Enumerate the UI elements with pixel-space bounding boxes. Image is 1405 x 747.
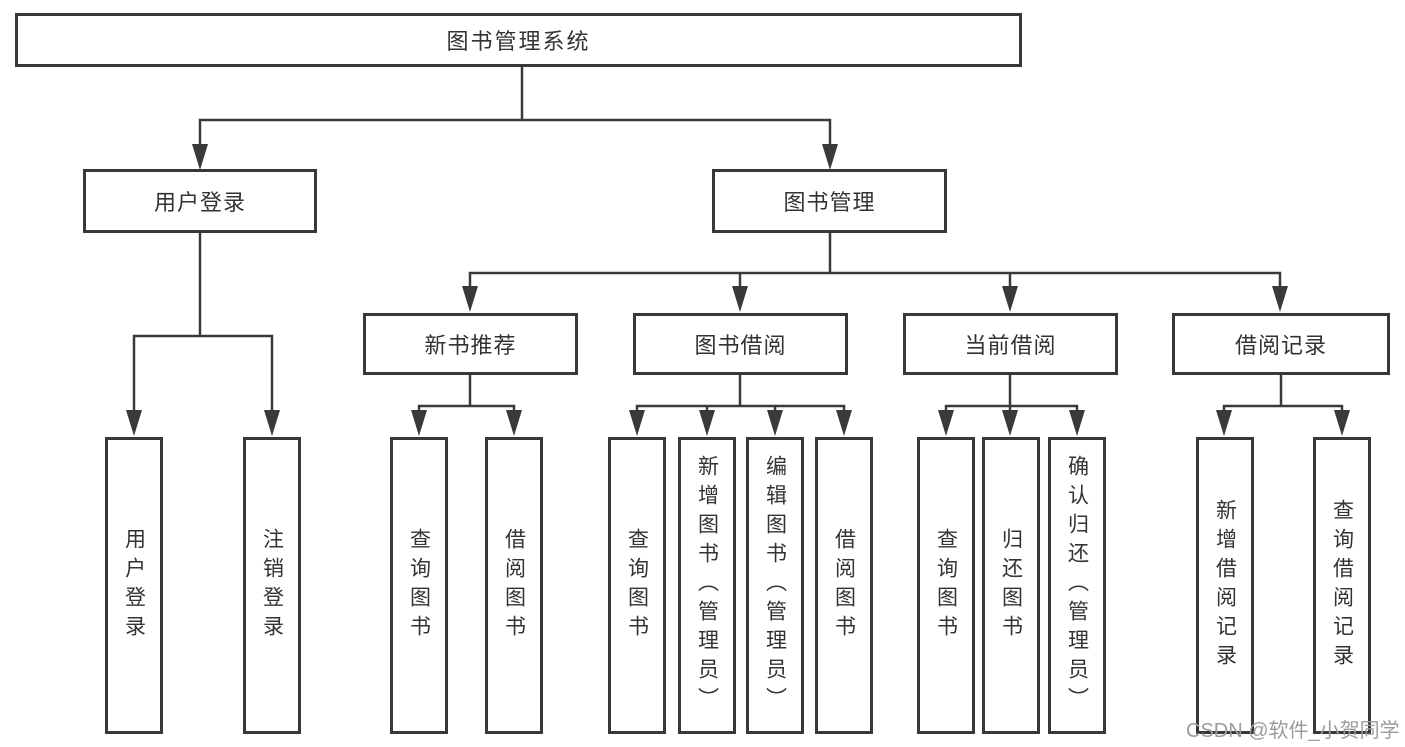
arrowhead-borrow-records (1272, 286, 1288, 312)
node-borrow-records: 借阅记录 (1172, 313, 1390, 375)
node-new-book-recommend-label: 新书推荐 (424, 333, 517, 358)
leaf-edit-books-admin: 编辑图书（管理员） (746, 437, 804, 734)
arrowhead-query-record (1334, 410, 1350, 436)
leaf-borrow-books-2: 借阅图书 (815, 437, 873, 734)
leaf-logout-login-label: 注销登录 (260, 527, 284, 644)
connector-current-borrow-subtree (938, 375, 1085, 436)
leaf-query-books-current: 查询图书 (917, 437, 975, 734)
arrowhead-add-books (699, 410, 715, 436)
node-current-borrow: 当前借阅 (903, 313, 1118, 375)
leaf-user-login: 用户登录 (105, 437, 163, 734)
node-user-login: 用户登录 (83, 169, 317, 233)
arrowhead-add-record (1216, 410, 1232, 436)
leaf-edit-books-admin-label: 编辑图书（管理员） (763, 455, 787, 716)
leaf-logout-login: 注销登录 (243, 437, 301, 734)
node-new-book-recommend: 新书推荐 (363, 313, 578, 375)
leaf-borrow-books-newbook-label: 借阅图书 (502, 527, 526, 644)
connector-borrow-records-subtree (1216, 375, 1350, 436)
connector-book-borrow-subtree (629, 375, 852, 436)
arrowhead-borrow-books-2 (836, 410, 852, 436)
arrowhead-confirm-return (1069, 410, 1085, 436)
node-borrow-records-label: 借阅记录 (1234, 333, 1327, 358)
leaf-add-books-admin-label: 新增图书（管理员） (695, 455, 719, 716)
connector-book-management-to-level3 (462, 233, 1288, 312)
arrowhead-query-books-3 (938, 410, 954, 436)
arrowhead-leaf-user-login (126, 410, 142, 436)
node-book-management-label: 图书管理 (783, 190, 876, 215)
node-root-system: 图书管理系统 (15, 13, 1022, 67)
node-root-label: 图书管理系统 (446, 29, 591, 54)
leaf-query-books-borrow-label: 查询图书 (625, 527, 649, 644)
leaf-add-borrow-record-label: 新增借阅记录 (1213, 498, 1237, 673)
node-book-borrow-label: 图书借阅 (694, 333, 787, 358)
connector-user-login-subtree (126, 233, 280, 436)
leaf-query-books-newbook: 查询图书 (390, 437, 448, 734)
leaf-user-login-label: 用户登录 (122, 527, 146, 644)
arrowhead-query-books-1 (411, 410, 427, 436)
connector-root-to-level2 (192, 66, 838, 170)
leaf-add-books-admin: 新增图书（管理员） (678, 437, 736, 734)
leaf-borrow-books-newbook: 借阅图书 (485, 437, 543, 734)
arrowhead-book-management (822, 144, 838, 170)
arrowhead-edit-books (767, 410, 783, 436)
leaf-return-books-label: 归还图书 (999, 527, 1023, 644)
node-current-borrow-label: 当前借阅 (964, 333, 1057, 358)
watermark: CSDN @软件_小贺同学 (1186, 720, 1400, 742)
node-user-login-label: 用户登录 (153, 190, 246, 215)
leaf-confirm-return-admin: 确认归还（管理员） (1048, 437, 1106, 734)
leaf-query-borrow-record-label: 查询借阅记录 (1330, 498, 1354, 673)
arrowhead-current-borrow (1002, 286, 1018, 312)
arrowhead-new-book (462, 286, 478, 312)
leaf-query-borrow-record: 查询借阅记录 (1313, 437, 1371, 734)
connector-new-book-subtree (411, 375, 522, 436)
leaf-return-books: 归还图书 (982, 437, 1040, 734)
leaf-borrow-books-2-label: 借阅图书 (832, 527, 856, 644)
arrowhead-borrow-books-1 (506, 410, 522, 436)
arrowhead-leaf-logout (264, 410, 280, 436)
node-book-management: 图书管理 (712, 169, 947, 233)
arrowhead-user-login (192, 144, 208, 170)
leaf-query-books-newbook-label: 查询图书 (407, 527, 431, 644)
arrowhead-return-books (1002, 410, 1018, 436)
leaf-query-books-current-label: 查询图书 (934, 527, 958, 644)
node-book-borrow: 图书借阅 (633, 313, 848, 375)
leaf-query-books-borrow: 查询图书 (608, 437, 666, 734)
arrowhead-query-books-2 (629, 410, 645, 436)
arrowhead-book-borrow (732, 286, 748, 312)
leaf-confirm-return-admin-label: 确认归还（管理员） (1065, 455, 1089, 716)
leaf-add-borrow-record: 新增借阅记录 (1196, 437, 1254, 734)
